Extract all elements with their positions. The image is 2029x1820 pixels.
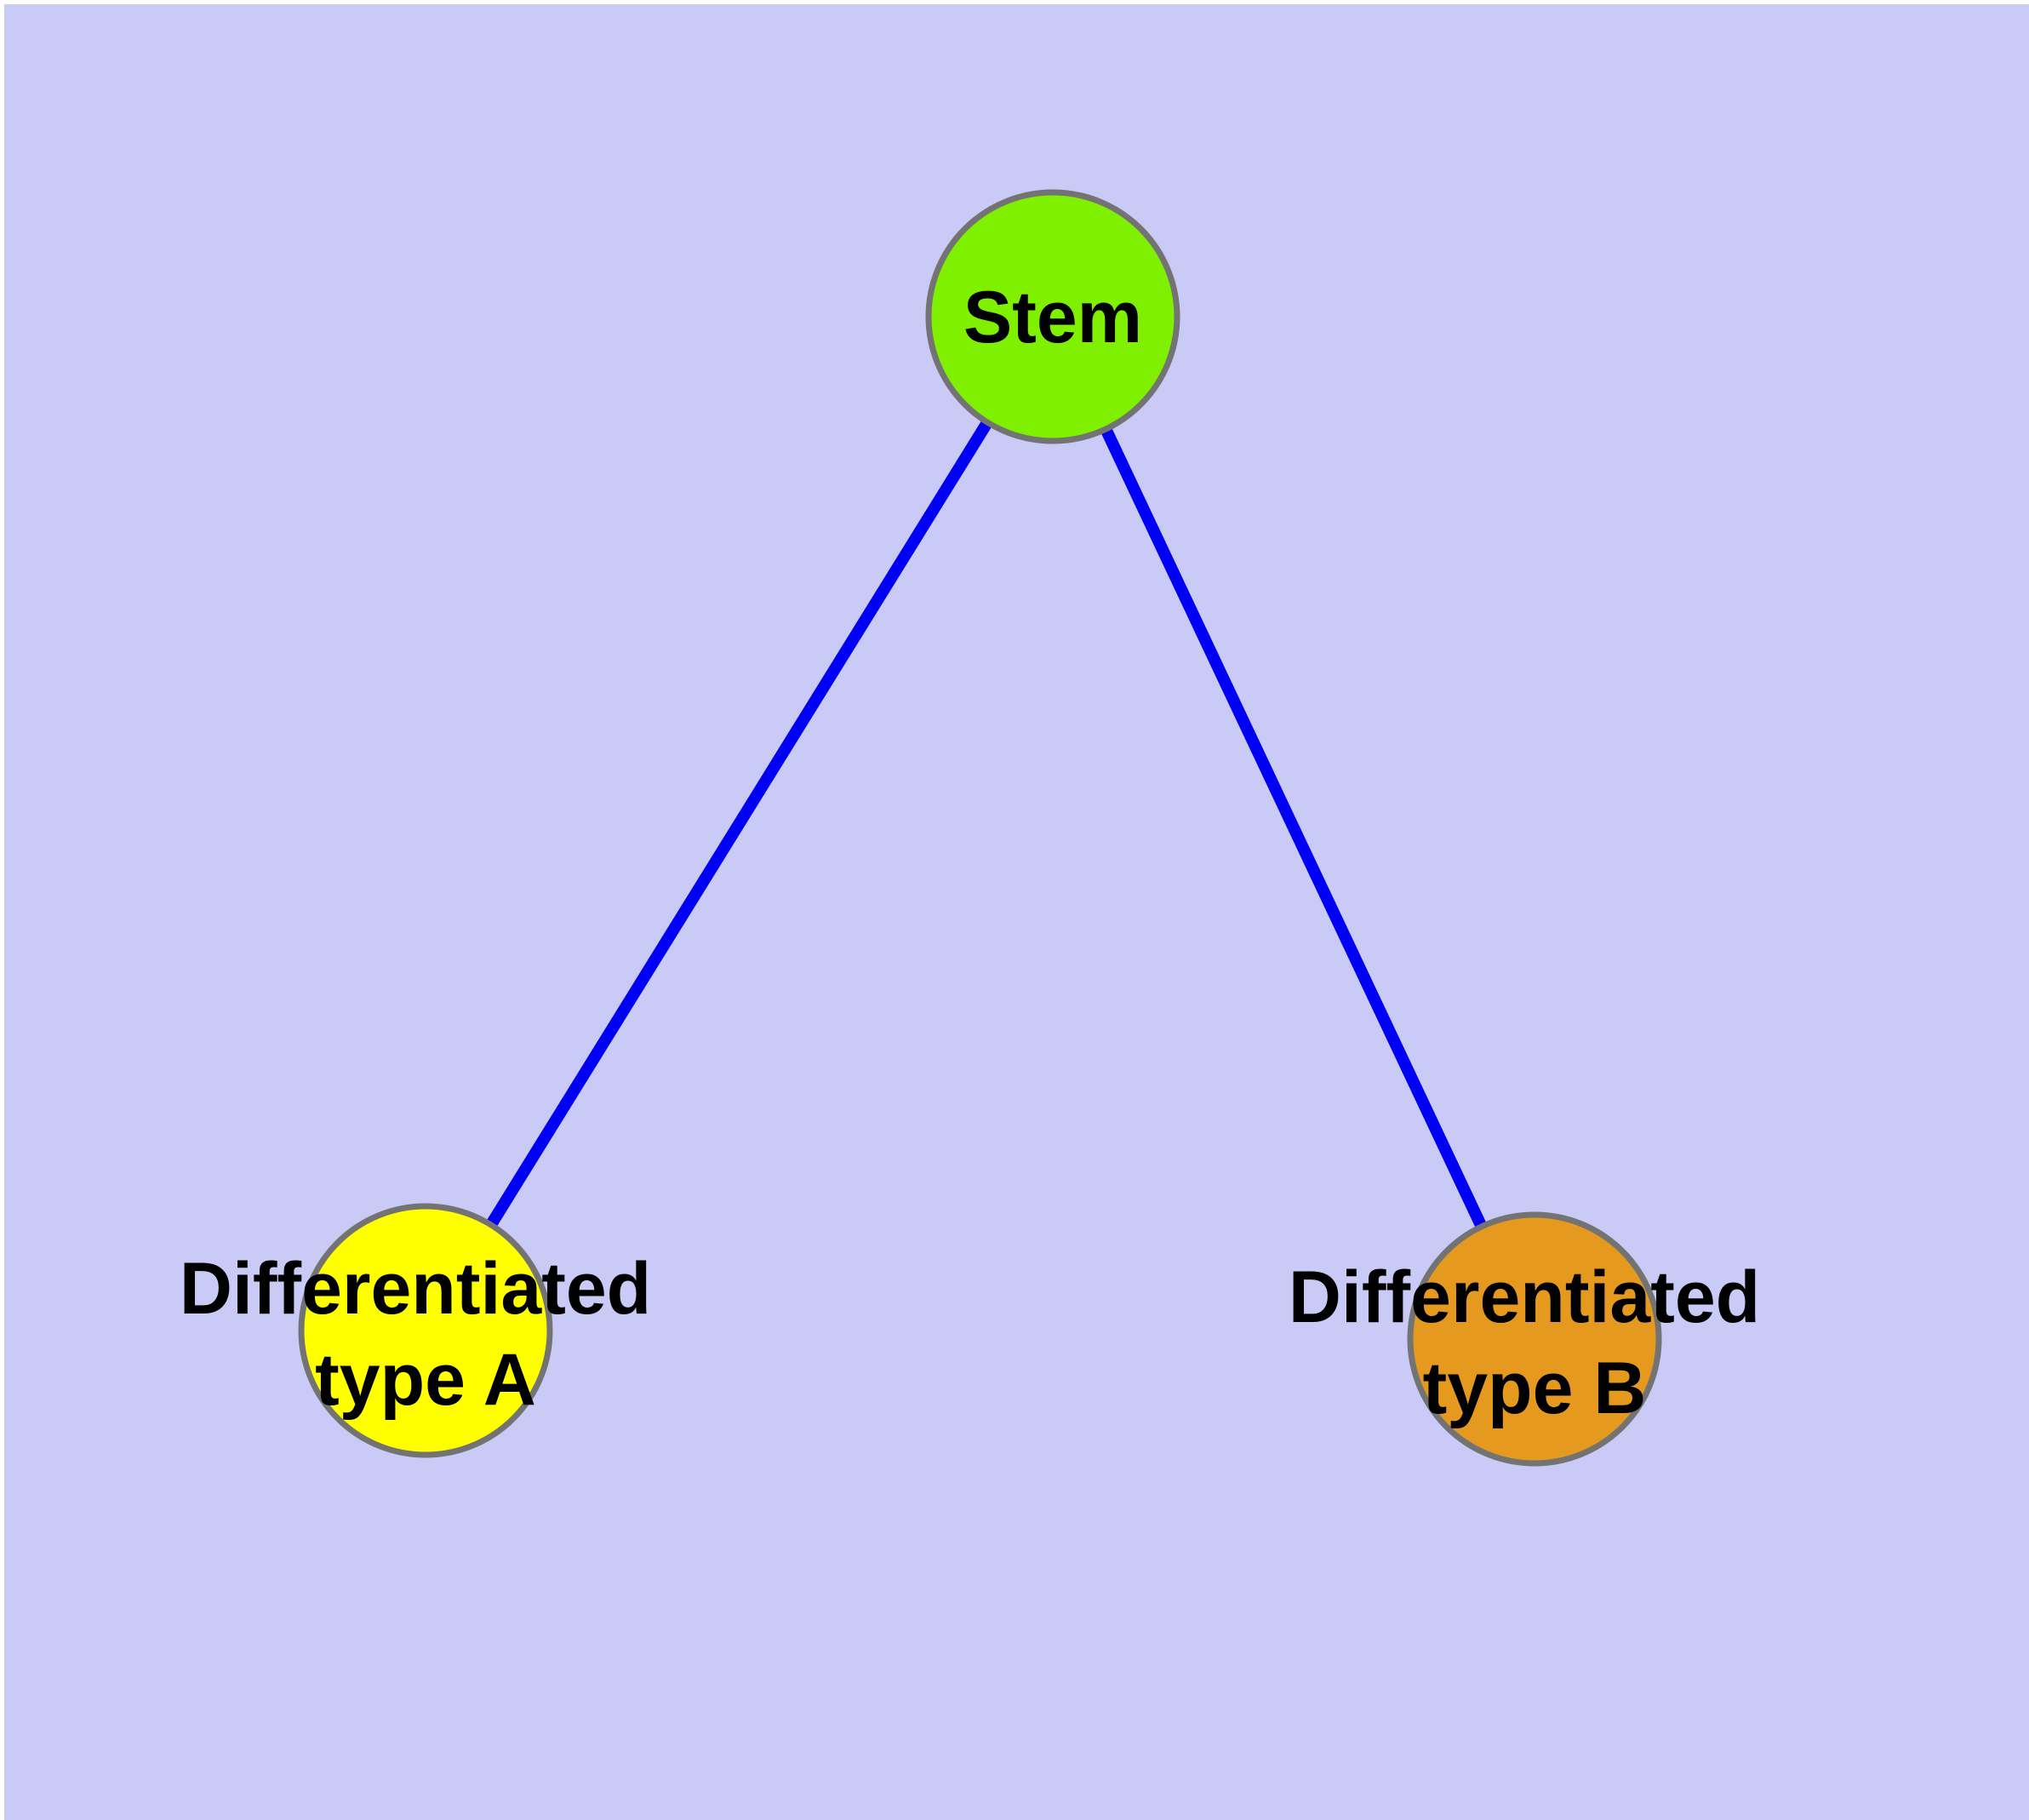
- node-stem-label: Stem: [963, 277, 1142, 358]
- node-type-b-label: Differentiated type B: [1289, 1256, 1780, 1429]
- node-differentiated-type-a[interactable]: Differentiated type A: [180, 1203, 672, 1458]
- edge-stem-to-type-a: [420, 313, 1058, 1334]
- edge-layer: [420, 313, 1540, 1342]
- node-type-a-label-line2: type A: [315, 1339, 536, 1421]
- node-type-b-label-line1: Differentiated: [1289, 1256, 1760, 1338]
- node-stem-circle[interactable]: [925, 189, 1180, 444]
- node-type-a-label: Differentiated type A: [180, 1248, 672, 1421]
- node-type-b-circle[interactable]: [1407, 1211, 1662, 1467]
- edge-stem-to-type-b: [1047, 314, 1540, 1342]
- node-stem[interactable]: Stem: [925, 189, 1180, 444]
- node-type-b-label-line2: type B: [1423, 1348, 1647, 1429]
- node-type-a-circle[interactable]: [298, 1203, 553, 1458]
- node-differentiated-type-b[interactable]: Differentiated type B: [1289, 1211, 1780, 1467]
- node-type-a-label-line1: Differentiated: [180, 1248, 651, 1330]
